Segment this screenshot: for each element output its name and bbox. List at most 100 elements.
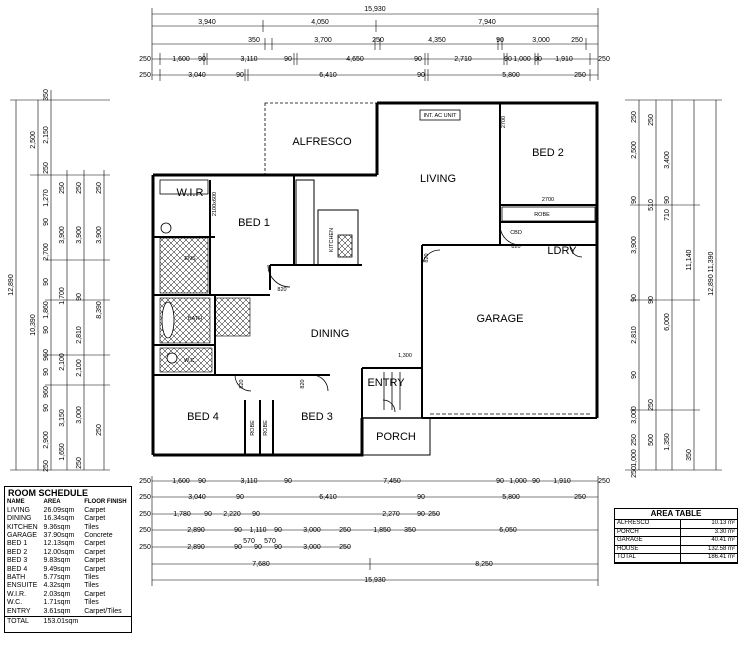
room-label-garage: GARAGE xyxy=(476,313,523,325)
dim-label: 90 xyxy=(43,368,50,376)
dim-label: 3,000 xyxy=(532,37,550,44)
dim-label: 1,600 xyxy=(172,56,190,63)
bottom-dimension-labels: 250 1,600 90 3,110 90 7,450 90 1,000 90 … xyxy=(139,478,610,584)
dim-label: 3,110 xyxy=(241,56,258,63)
dim-label: 90 xyxy=(496,37,504,44)
dim-label: 6,050 xyxy=(499,527,517,534)
cell: Tiles xyxy=(84,523,99,531)
top-dimensions xyxy=(151,8,599,81)
dim-label: 3,040 xyxy=(188,72,206,79)
dim-label: 90 xyxy=(496,478,504,485)
dim-label: 1,350 xyxy=(664,433,671,451)
dim-label: 2,890 xyxy=(187,527,205,534)
dim-label: 3,040 xyxy=(188,494,206,501)
int-ac-unit xyxy=(419,109,461,121)
dim-label: 510 xyxy=(648,199,655,211)
room-label-robe-bed4: ROBE xyxy=(250,420,256,436)
dim-label: 1,860 xyxy=(43,301,50,319)
room-label-kitchen: KITCHEN xyxy=(329,228,335,252)
room-label-bed4: BED 4 xyxy=(187,411,219,423)
dim-label: 90 xyxy=(274,527,282,534)
left-dimensions xyxy=(10,90,110,471)
cell: Tiles xyxy=(84,599,99,607)
dim-label: 250 xyxy=(96,182,103,194)
cell: 4.32sqm xyxy=(43,582,71,590)
total-value: 153.01sqm xyxy=(41,616,83,627)
dim-label: 90 xyxy=(274,544,282,551)
room-label-ldry: LDRY xyxy=(547,245,577,257)
dim-label: 90 xyxy=(252,511,260,518)
dim-label: 2,270 xyxy=(382,511,400,518)
dim-label: 90 xyxy=(43,218,50,226)
dim-label: 6,410 xyxy=(319,494,337,501)
cell: 37.90sqm xyxy=(43,532,75,540)
dim-label: 250 xyxy=(631,466,638,478)
dim-label: 1,780 xyxy=(173,511,191,518)
dim-label: 3,150 xyxy=(59,409,66,427)
dim-label: 3,000 xyxy=(76,406,83,424)
dim-label: 90 xyxy=(284,56,292,63)
dim-label: 90 xyxy=(43,404,50,412)
room-schedule: ROOM SCHEDULE NAME AREA FLOOR FINISH LIV… xyxy=(4,486,132,633)
cell: GARAGE xyxy=(7,532,37,540)
dim-label: 3,900 xyxy=(96,226,103,244)
cell: DINING xyxy=(7,515,32,523)
room-labels: ALFRESCO LIVING BED 2 W.I.R BED 1 ROBE C… xyxy=(177,113,578,443)
dim-label: 250 xyxy=(631,434,638,446)
dim-label: 960 xyxy=(43,349,50,361)
dim-label: 3,900 xyxy=(631,236,638,254)
dim-label: 10,390 xyxy=(30,314,37,336)
dim-label: 8,390 xyxy=(96,301,103,319)
dim-label: 90 xyxy=(417,511,425,518)
dim-label: 90 xyxy=(417,494,425,501)
cell: BED 4 xyxy=(7,565,28,573)
cell: W.C. xyxy=(7,599,23,607)
header-name: NAME xyxy=(7,499,25,506)
door-label: 820 xyxy=(300,379,306,388)
room-label-porch: PORCH xyxy=(376,431,416,443)
dim-label: 2,100 xyxy=(76,359,83,377)
cell: 5.77sqm xyxy=(43,574,71,582)
dim-label: 90 xyxy=(198,478,206,485)
room-label-bath: BATH xyxy=(188,316,202,322)
cell: 12.13sqm xyxy=(43,540,75,548)
cell: GARAGE xyxy=(615,536,681,546)
dim-label: 250 xyxy=(139,72,151,79)
dim-label: 90 xyxy=(198,56,206,63)
dim-label: 90 xyxy=(414,56,422,63)
dim-label: 1,600 xyxy=(172,478,190,485)
dim-label: 90 xyxy=(254,544,262,551)
dim-label: 90 xyxy=(234,544,242,551)
dim-label: 90 xyxy=(631,371,638,379)
dim-label: 250 xyxy=(339,527,351,534)
dim-label: 570 xyxy=(243,538,255,545)
dim-label: 250 xyxy=(76,182,83,194)
left-dimension-labels: 12,890 10,390 2,500 350 2,150 250 1,270 … xyxy=(8,89,103,472)
dim-label: 250 xyxy=(76,457,83,469)
dim-label: 7,450 xyxy=(383,478,401,485)
dim-label: 1,850 xyxy=(373,527,391,534)
dim-label: 2,500 xyxy=(30,131,37,149)
dim-label: 250 xyxy=(574,72,586,79)
cell: HOUSE xyxy=(615,545,681,555)
cell: Tiles xyxy=(84,574,99,582)
dim-label: 570 xyxy=(264,538,276,545)
dim-label: 3,900 xyxy=(76,226,83,244)
cell: ENSUITE xyxy=(7,582,38,590)
dim-label: 250 xyxy=(139,56,151,63)
dim-label: 11,390 xyxy=(708,251,715,272)
room-label-wir: W.I.R xyxy=(177,187,204,199)
dim-label: 3,000 xyxy=(303,544,321,551)
int-ac-label: INT. AC UNIT xyxy=(423,113,457,119)
cell: Carpet/Tiles xyxy=(84,607,122,615)
dim-label: 4,050 xyxy=(311,19,329,26)
room-label-alfresco: ALFRESCO xyxy=(292,136,352,148)
